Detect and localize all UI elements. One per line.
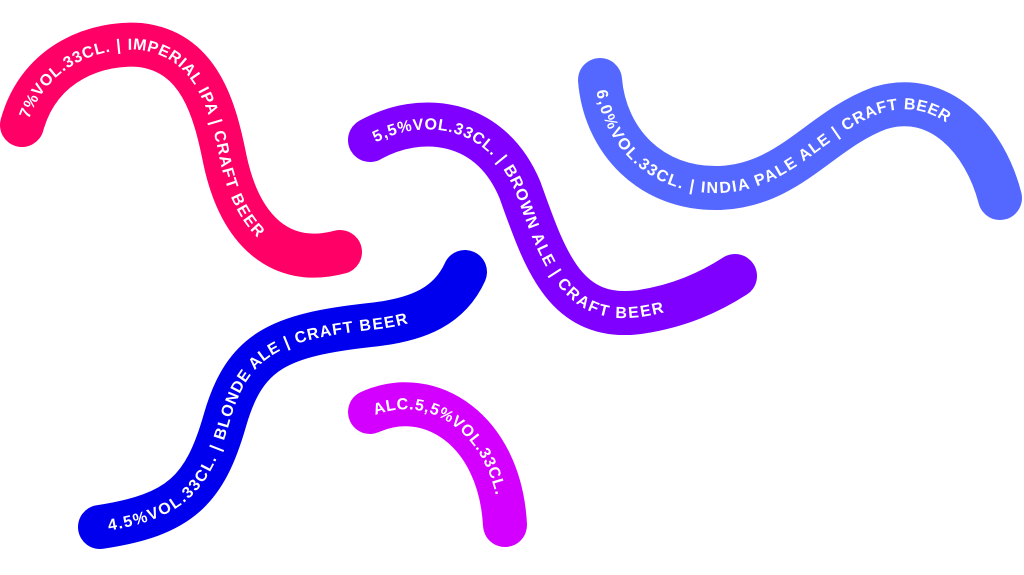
ribbon-alc: ALC.5,5%VOL.33CL.: [370, 396, 509, 525]
ribbon-india-pale-ale: 6,0%VOL.33CL. | INDIA PALE ALE | CRAFT B…: [593, 80, 1000, 198]
ribbon-imperial-ipa: 7%VOL.33CL. | IMPERIAL IPA | CRAFT BEER: [16, 36, 340, 256]
